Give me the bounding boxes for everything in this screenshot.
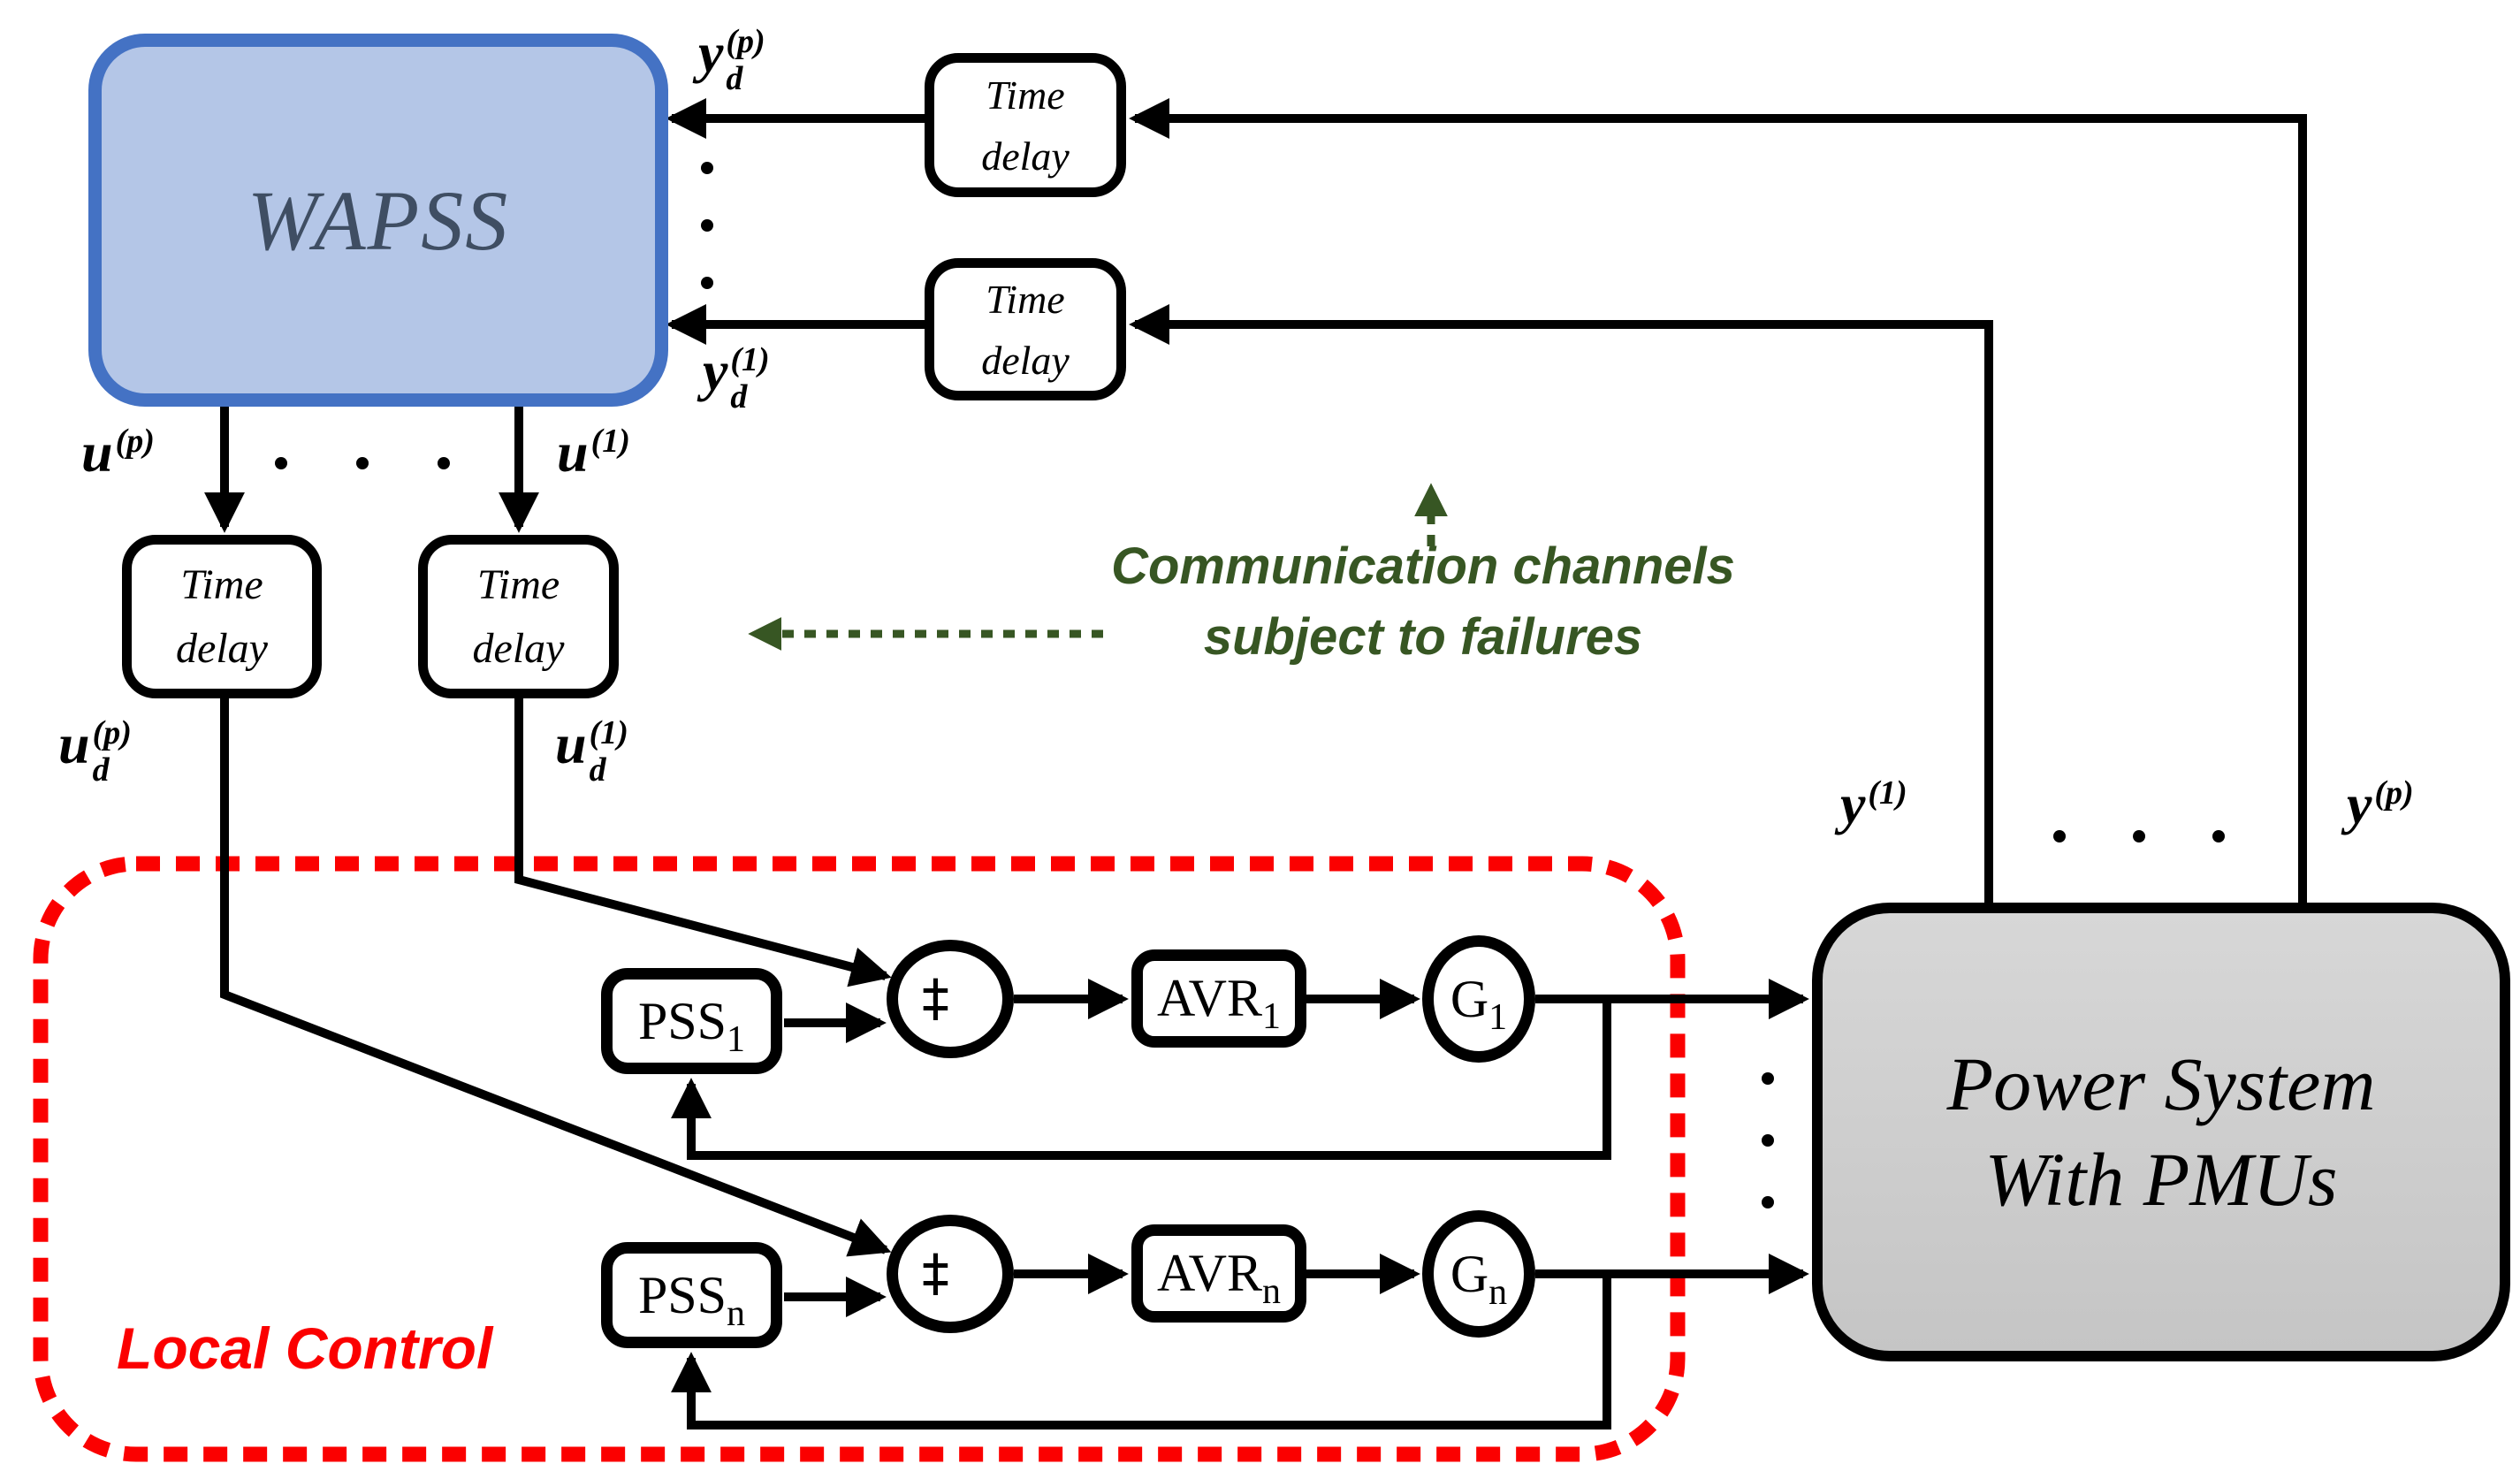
local-control-boundary: [33, 856, 1686, 1462]
communication-annotation: Communication channels subject to failur…: [990, 541, 1856, 663]
wapss-label: WAPSS: [247, 172, 510, 268]
avr1-block: AVR1: [1131, 949, 1306, 1048]
sum-junction-1: + +: [887, 940, 1014, 1058]
g1-label: G1: [1450, 969, 1508, 1038]
control-output-wires: [204, 405, 892, 1257]
avrn-block: AVRn: [1131, 1224, 1306, 1323]
power-system-label-line1: Power System: [1946, 1041, 2376, 1126]
pssn-block: PSSn: [601, 1242, 782, 1348]
time-delay-label: delay: [472, 624, 565, 672]
signal-label-u-p: u (p): [81, 421, 155, 484]
time-delay-label: delay: [176, 624, 268, 672]
time-delay-block-up: Time delay: [122, 535, 322, 698]
wire-ud-1-to-sum-1: [514, 697, 892, 987]
communication-annotation-line2: subject to failures: [1203, 608, 1643, 666]
plus-sign: +: [919, 1242, 952, 1287]
local-control-label: Local Control: [117, 1315, 493, 1381]
pssn-label: PSSn: [637, 1265, 746, 1334]
gn-label: Gn: [1450, 1244, 1508, 1313]
signal-label-ud-p: u (p)d: [58, 713, 132, 789]
wire-feedback-to-pssn: [671, 1274, 1611, 1429]
pss1-label: PSS1: [637, 991, 746, 1060]
signal-label-y-p: y (p): [2347, 773, 2414, 835]
communication-annotation-line1: Communication channels: [1111, 537, 1735, 595]
time-delay-block-yp: Time delay: [925, 53, 1126, 197]
measurement-feedback-wires: [666, 98, 2307, 903]
sum-junction-n: + +: [887, 1215, 1014, 1333]
time-delay-label: delay: [981, 337, 1070, 383]
plus-sign: +: [919, 985, 952, 1030]
signal-label-y-1: y (1): [1840, 773, 1907, 835]
local-loop-1-wires: [671, 979, 1809, 1160]
communication-annotation-arrows: [748, 483, 1448, 651]
avrn-label: AVRn: [1157, 1244, 1281, 1312]
signal-label-ud-1: u (1)d: [555, 713, 628, 789]
pss1-block: PSS1: [601, 968, 782, 1074]
time-delay-label: Time: [986, 276, 1065, 322]
wire-feedback-to-pss1: [671, 999, 1611, 1160]
local-loop-n-wires: [671, 1254, 1809, 1429]
plus-sign: +: [919, 1260, 952, 1305]
avr1-label: AVR1: [1157, 969, 1281, 1037]
signal-label-yd-p: y (p)d: [698, 21, 765, 97]
wapss-block: WAPSS: [88, 34, 668, 407]
ellipsis-dots: [275, 162, 2225, 1208]
gn-block: Gn: [1422, 1210, 1535, 1338]
plus-sign: +: [919, 967, 952, 1012]
wire-ud-p-to-sum-n: [220, 697, 892, 1257]
signal-label-yd-1: y (1)d: [703, 339, 770, 415]
time-delay-label: Time: [476, 560, 560, 608]
time-delay-label: Time: [180, 560, 263, 608]
time-delay-block-y1: Time delay: [925, 258, 1126, 400]
signal-label-u-1: u (1): [557, 421, 630, 484]
power-system-block: Power System With PMUs: [1812, 903, 2510, 1361]
power-system-label-line2: With PMUs: [1984, 1136, 2338, 1222]
g1-block: G1: [1422, 935, 1535, 1063]
time-delay-label: delay: [981, 133, 1070, 179]
time-delay-block-u1: Time delay: [418, 535, 619, 698]
time-delay-label: Time: [986, 72, 1065, 118]
